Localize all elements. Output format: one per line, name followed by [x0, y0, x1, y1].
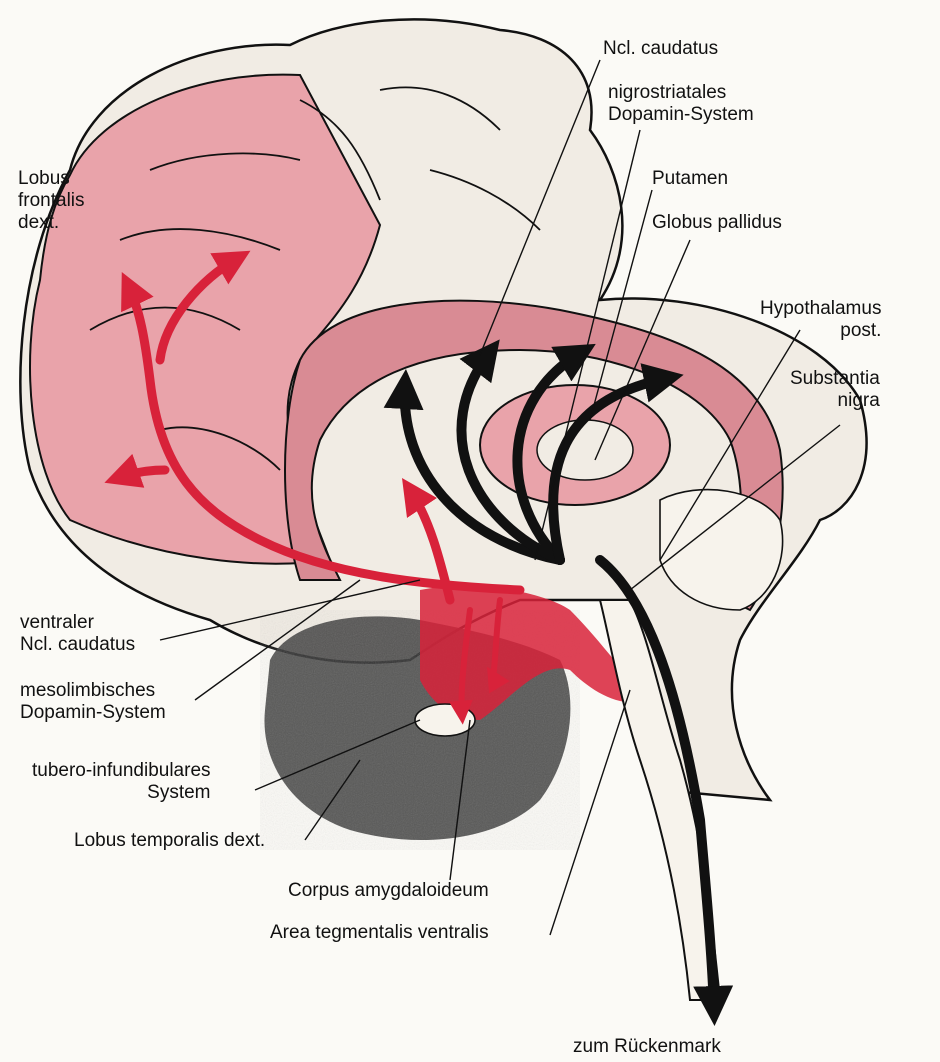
label-ncl-caudatus: Ncl. caudatus [603, 38, 718, 60]
label-substantia-nigra: Substantia nigra [790, 368, 880, 412]
label-tubero: tubero-infundibulares System [32, 760, 211, 804]
label-mesolimbisches: mesolimbisches Dopamin-System [20, 680, 166, 724]
label-hypothalamus: Hypothalamus post. [760, 298, 881, 342]
amygdala-shape [415, 704, 475, 736]
label-putamen: Putamen [652, 168, 728, 190]
label-area-tegmentalis: Area tegmentalis ventralis [270, 922, 489, 944]
label-lobus-temporalis: Lobus temporalis dext. [74, 830, 265, 852]
label-nigrostriatales: nigrostriatales Dopamin-System [608, 82, 754, 126]
label-corpus-amygdaloideum: Corpus amygdaloideum [288, 880, 489, 902]
label-globus-pallidus: Globus pallidus [652, 212, 782, 234]
label-rueckenmark: zum Rückenmark [573, 1036, 721, 1058]
label-ventraler-caudatus: ventraler Ncl. caudatus [20, 612, 135, 656]
label-lobus-frontalis: Lobus frontalis dext. [18, 168, 85, 234]
